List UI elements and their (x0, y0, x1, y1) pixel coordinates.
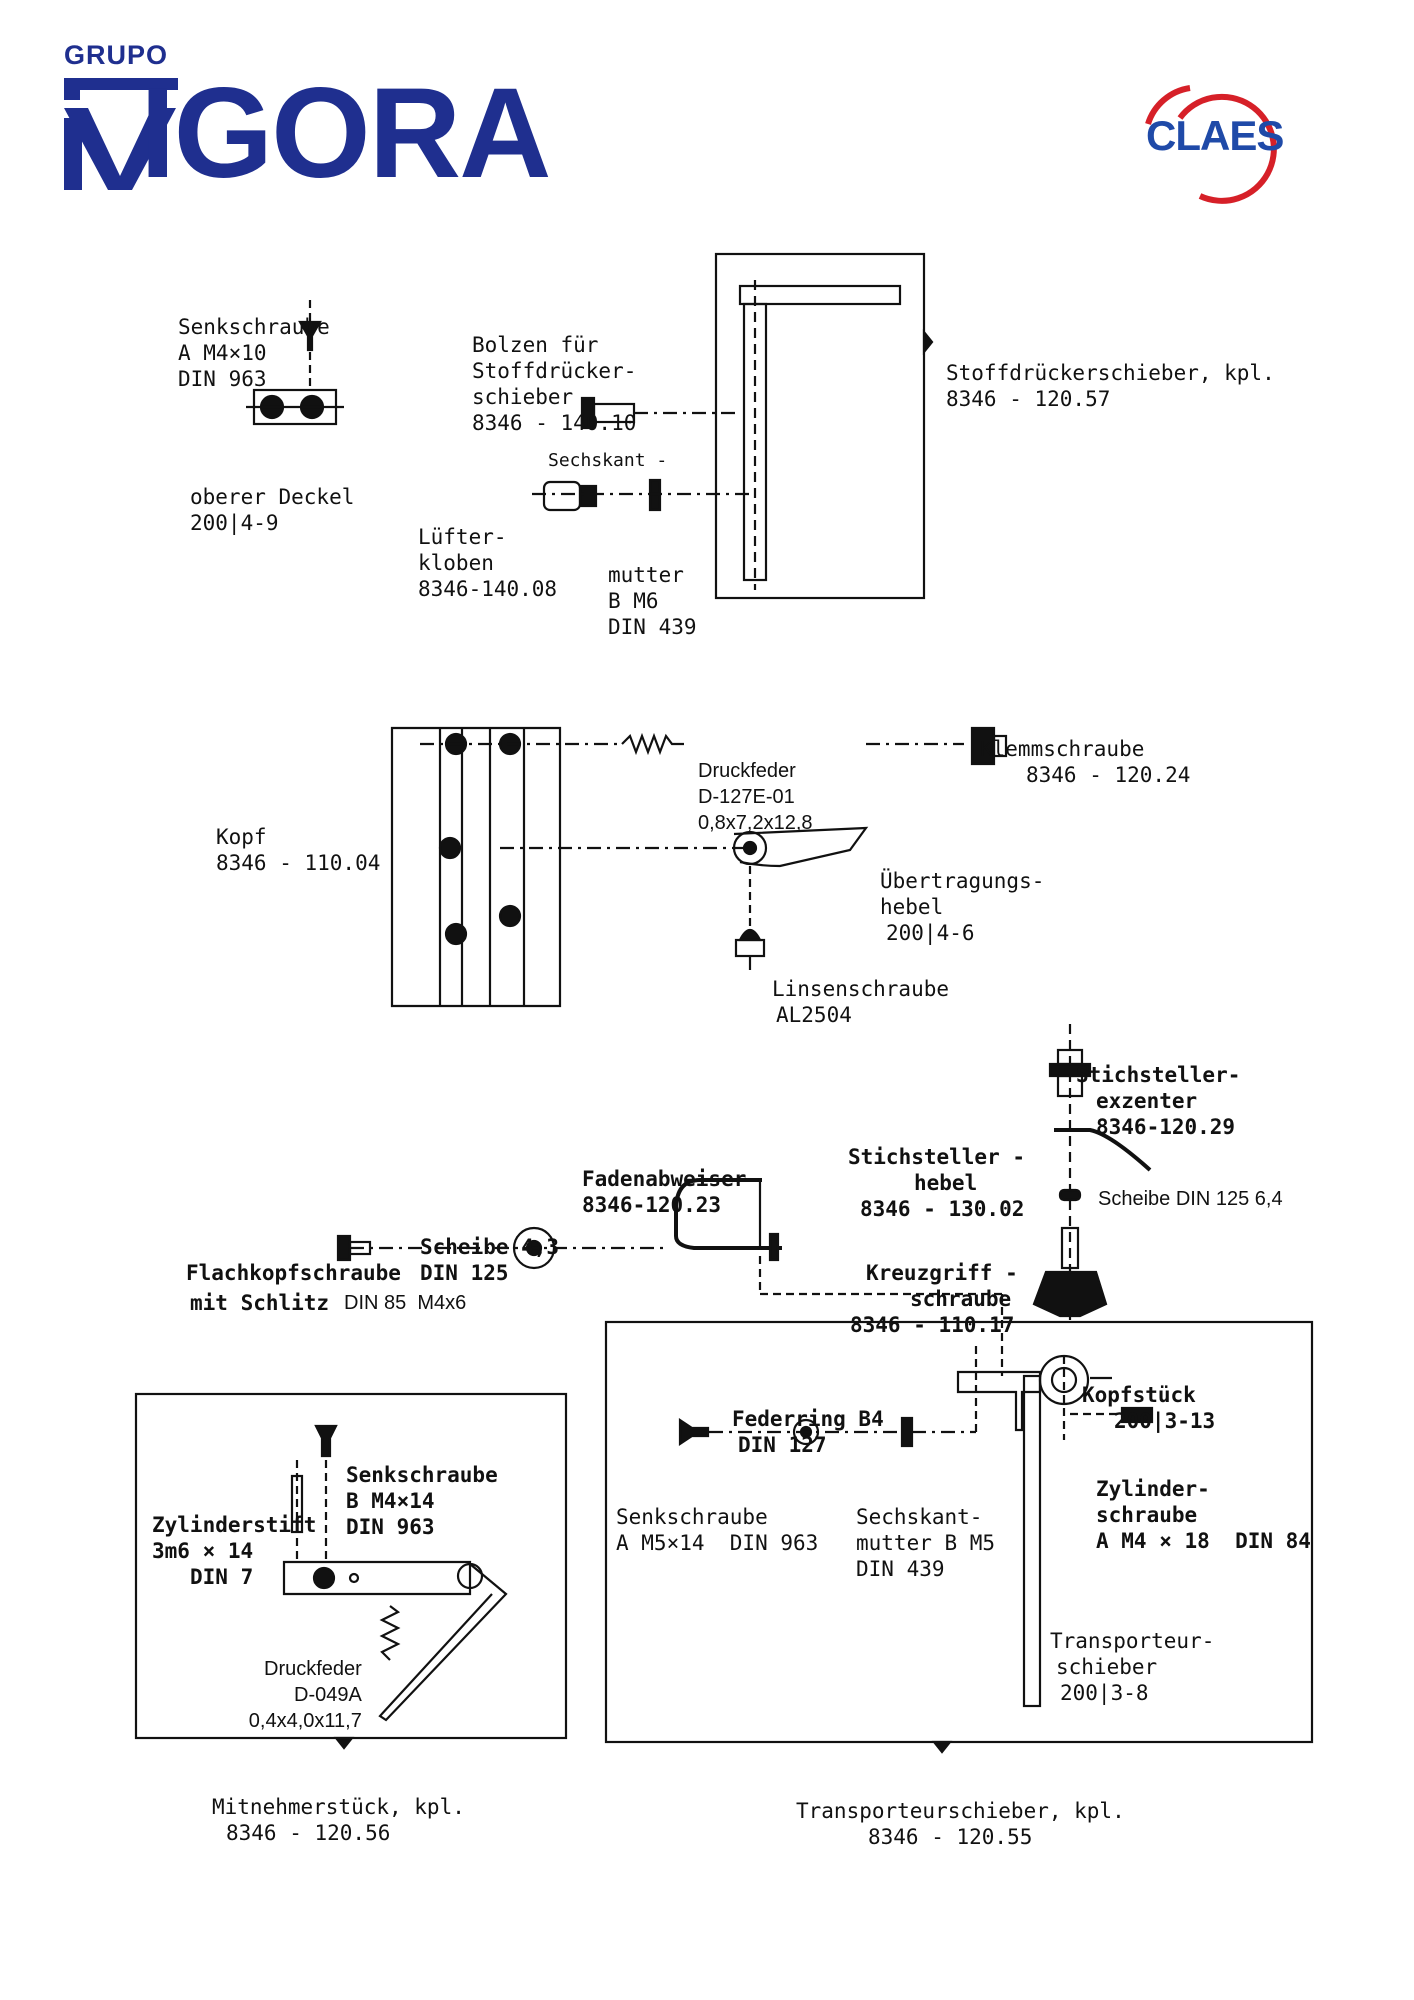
scheibe-din125-icon (1058, 1188, 1082, 1202)
druckfeder-2-icon (379, 1605, 401, 1661)
fadenabweiser-icon (674, 1178, 1004, 1376)
scheibe-43-icon (350, 1226, 666, 1270)
vigora-logo-mark (64, 78, 178, 190)
mit-schlitz-label: mit Schlitz (190, 1291, 330, 1315)
mitnehmerstueck-box (134, 1392, 568, 1750)
kreuzgriffschraube-icon (1032, 1226, 1108, 1318)
flachkopfschraube-label: Flachkopfschraube (186, 1261, 401, 1285)
linsenschraube-icon (734, 928, 766, 970)
stoffdrueckerschieber-label: Stoffdrückerschieber, kpl.8346 - 120.57 (946, 361, 1275, 411)
senkschraube-top-icon (298, 300, 322, 386)
transporteurschieber-kpl-label: Transporteurschieber, kpl.8346 - 120.55 (796, 1799, 1125, 1849)
senkschraube-a5-icon (678, 1417, 710, 1447)
senkschraube-b-icon (314, 1424, 338, 1560)
grupo-logo-text: GRUPO (64, 40, 169, 70)
scheibe-din125-label: Scheibe DIN 125 6,4 (1098, 1188, 1283, 1210)
kopf-block (390, 726, 744, 1008)
stoffdrueckerschieber-frame (714, 252, 934, 600)
mitnehmerstueck-label: Mitnehmerstück, kpl.8346 - 120.56 (212, 1795, 465, 1845)
oberer-deckel-plate (246, 388, 344, 426)
flachkopfschraube-icon (336, 1234, 372, 1262)
transporteurschieber-box (604, 1320, 1314, 1754)
claes-logo-ring (1145, 85, 1277, 204)
sechskantmutter-b5-icon (900, 1416, 914, 1448)
stichsteller-hebel-icon (1054, 1128, 1152, 1172)
federring-b4-icon (680, 1344, 978, 1446)
vigora-logo-text: IGORA (140, 62, 552, 205)
klemmschraube-icon (866, 726, 1008, 766)
claes-logo-text: CLAES (1146, 112, 1284, 159)
din85-label: DIN 85 M4x6 (344, 1292, 467, 1314)
bolzen-icon (580, 396, 740, 430)
druckfeder-1-icon (621, 732, 684, 756)
sechskant-top-label: Sechskant - (548, 450, 668, 471)
uebertragungshebel-icon (732, 826, 869, 930)
stichsteller-exzenter-icon (1048, 1024, 1092, 1320)
luefterkloben-icon (532, 478, 752, 512)
